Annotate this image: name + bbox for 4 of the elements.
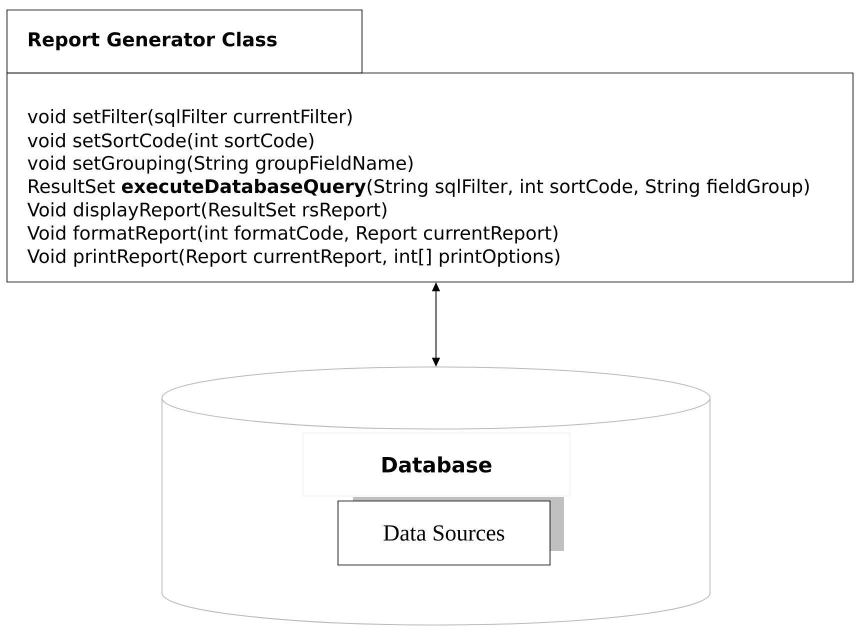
data-sources-box: Data Sources (338, 497, 564, 566)
class-name: Report Generator Class (28, 32, 277, 50)
database-cylinder (162, 366, 710, 626)
database-label-box: Database (302, 432, 570, 496)
